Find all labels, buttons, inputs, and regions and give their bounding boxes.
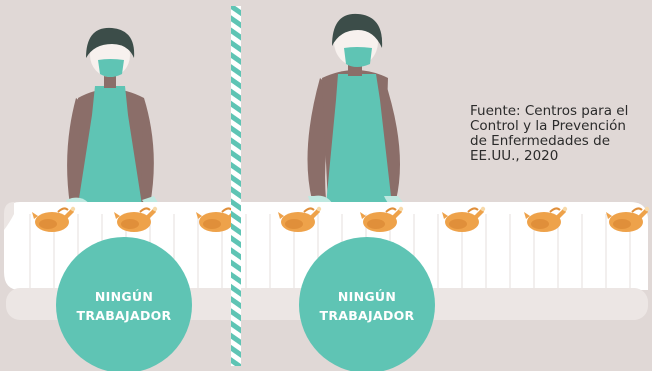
chicken-icon	[442, 206, 486, 232]
no-worker-zone-right	[299, 237, 435, 371]
zone-label-left: NINGÚN TRABAJADOR	[59, 287, 189, 325]
chicken-icon	[606, 206, 650, 232]
chicken-icon	[196, 206, 240, 232]
chicken-row	[32, 206, 650, 232]
zone-label-line: TRABAJADOR	[319, 308, 415, 323]
worker-left	[66, 27, 160, 213]
zone-label-right: NINGÚN TRABAJADOR	[302, 287, 432, 325]
chicken-icon	[524, 206, 568, 232]
source-line: EE.UU., 2020	[470, 148, 559, 164]
chicken-icon	[278, 206, 322, 232]
source-line: de Enfermedades de	[470, 133, 610, 149]
chicken-icon	[114, 206, 158, 232]
no-worker-zone-left	[56, 237, 192, 371]
chicken-icon	[32, 206, 76, 232]
worker-right	[307, 13, 406, 211]
source-note: Fuente: Centros para el Control y la Pre…	[470, 104, 652, 164]
source-line: Fuente: Centros para el	[470, 103, 629, 119]
zone-label-line: TRABAJADOR	[76, 308, 172, 323]
zone-label-line: NINGÚN	[337, 289, 397, 304]
chicken-icon	[360, 206, 404, 232]
zone-label-line: NINGÚN	[94, 289, 154, 304]
source-line: Control y la Prevención	[470, 118, 626, 134]
divider-pole	[231, 6, 241, 366]
